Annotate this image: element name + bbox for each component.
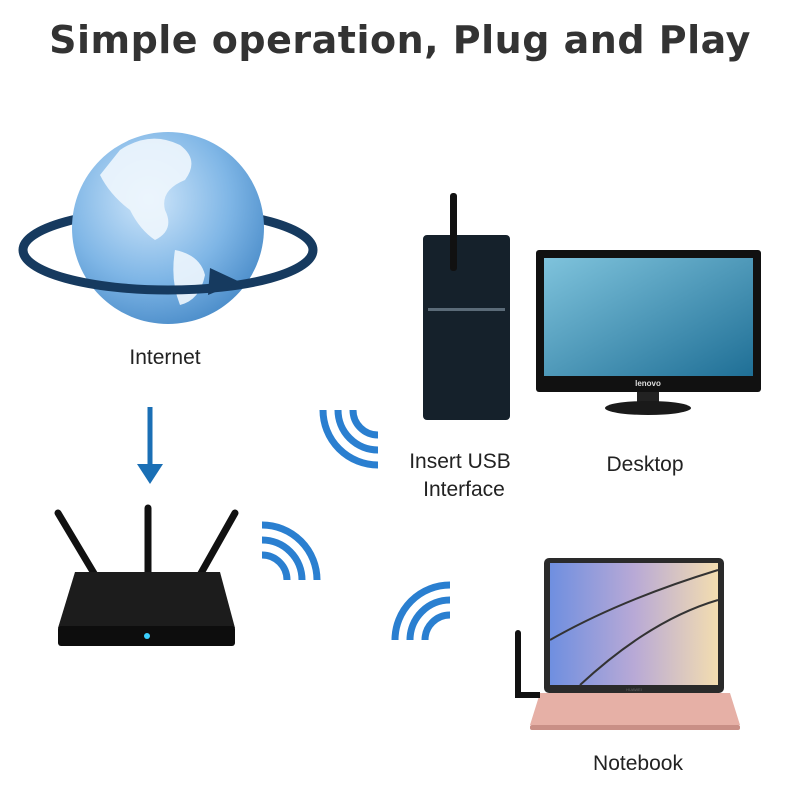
usb-label-line2: Interface <box>423 478 505 501</box>
monitor-logo: lenovo <box>635 379 661 388</box>
laptop-logo: HUAWEI <box>626 687 642 692</box>
internet-label: Internet <box>129 346 201 369</box>
wifi-signal-icon-router <box>261 521 321 581</box>
wifi-signal-icon-desktop <box>319 409 379 469</box>
notebook-icon: HUAWEI <box>515 558 740 730</box>
down-arrow-icon <box>137 407 163 484</box>
notebook-label: Notebook <box>593 752 683 775</box>
monitor-icon: lenovo <box>536 250 761 415</box>
wifi-signal-icon-notebook <box>391 581 451 641</box>
desktop-tower-icon <box>423 193 510 420</box>
desktop-label: Desktop <box>606 453 684 476</box>
usb-label-line1: Insert USB <box>409 450 511 473</box>
router-icon <box>54 504 239 646</box>
page-title: Simple operation, Plug and Play <box>49 18 751 62</box>
globe-icon <box>18 132 318 324</box>
